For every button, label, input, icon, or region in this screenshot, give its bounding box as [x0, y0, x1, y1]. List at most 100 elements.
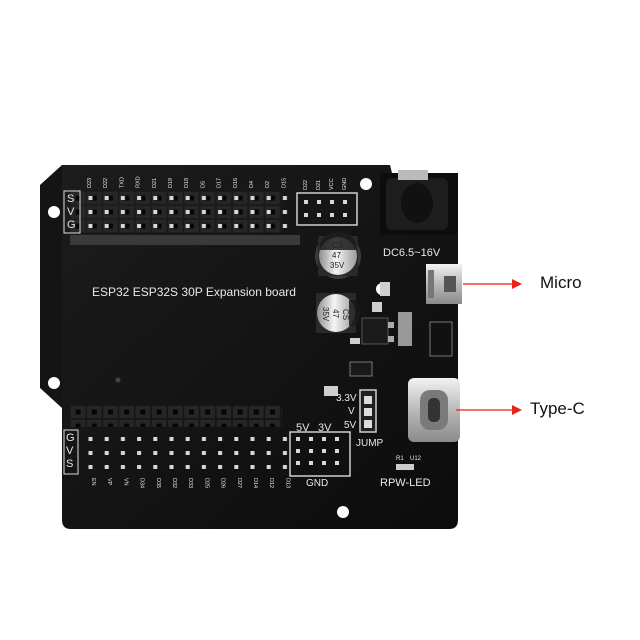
mounting-hole	[48, 206, 60, 218]
bottom-pin-label: D32	[171, 478, 177, 488]
power-pin	[296, 461, 300, 465]
svg-text:47: 47	[332, 251, 341, 260]
dc-barrel-jack	[380, 170, 458, 235]
jump-label-5v: 5V	[344, 420, 357, 431]
mounting-hole	[48, 377, 60, 389]
aux-pin	[317, 213, 321, 217]
top-pin-label: D5	[200, 181, 206, 188]
gnd-label: GND	[306, 478, 328, 489]
top-pin-label: D21	[152, 178, 158, 188]
top-pin-label: D2	[265, 181, 271, 188]
aux-pin	[330, 200, 334, 204]
power-pin	[335, 449, 339, 453]
power-pin	[309, 461, 313, 465]
power-pin	[296, 449, 300, 453]
aux-pin	[330, 213, 334, 217]
jump-label-v: V	[348, 406, 355, 417]
top-pin-header-male	[83, 191, 295, 233]
mounting-hole	[115, 377, 121, 383]
top-row-label-box	[63, 190, 81, 234]
top-pin-label: D22	[103, 178, 109, 188]
svg-text:35V: 35V	[330, 261, 345, 270]
power-pin	[322, 449, 326, 453]
power-header-outline	[289, 431, 351, 477]
jump-title: JUMP	[356, 438, 384, 449]
top-pin-label: TXD	[119, 177, 125, 188]
power-pin	[335, 437, 339, 441]
bottom-pin-label: D35	[155, 478, 161, 488]
top-row-label: V	[67, 206, 75, 218]
mounting-hole	[360, 178, 372, 190]
typec-callout-label: Type-C	[530, 399, 585, 418]
aux-pin	[317, 200, 321, 204]
led	[396, 464, 414, 470]
power-pin	[335, 461, 339, 465]
power-pin	[322, 437, 326, 441]
svg-text:CS: CS	[341, 309, 350, 320]
top-pin-label: D4	[249, 181, 255, 188]
top-pin-label: D16	[233, 178, 239, 188]
bottom-row-label: V	[66, 445, 74, 457]
micro-usb-port	[426, 264, 462, 304]
micro-arrow-head	[512, 279, 522, 289]
power-pin	[296, 437, 300, 441]
board-title: ESP32 ESP32S 30P Expansion board	[92, 285, 296, 299]
aux-pin-label: GND	[342, 178, 348, 190]
micro-callout-label: Micro	[540, 273, 582, 292]
power-pin	[309, 437, 313, 441]
bottom-pin-label: D34	[139, 478, 145, 488]
aux-pin	[343, 200, 347, 204]
dc-voltage-label: DC6.5~16V	[383, 247, 441, 259]
capacitor-1: CS 47 35V	[315, 231, 361, 279]
top-pin-label: D23	[87, 178, 93, 188]
top-pin-label: D19	[168, 178, 174, 188]
svg-text:CS: CS	[332, 241, 343, 250]
bottom-pin-label: D14	[252, 478, 258, 488]
aux-pin-label: VCC	[329, 178, 335, 190]
bottom-pin-label: D26	[220, 478, 226, 488]
power-label-5v: 5V	[296, 422, 310, 434]
typec-arrow-head	[512, 405, 522, 415]
bottom-pin-header-female	[70, 405, 282, 427]
mounting-hole	[337, 506, 349, 518]
bottom-pin-label: VN	[122, 478, 128, 486]
aux-pin-label: D22	[303, 180, 309, 190]
bottom-pin-label: D27	[236, 478, 242, 488]
top-pin-label: D15	[281, 178, 287, 188]
top-pin-label: RXD	[136, 176, 142, 188]
aux-pin	[343, 213, 347, 217]
svg-text:47: 47	[331, 309, 340, 318]
bottom-row-label-box	[63, 429, 79, 475]
power-pin	[309, 449, 313, 453]
bottom-pin-label: EN	[90, 478, 96, 486]
aux-header-outline	[296, 192, 358, 226]
power-pin	[322, 461, 326, 465]
voltage-regulator	[361, 317, 389, 345]
top-row-label: G	[67, 219, 76, 231]
rpw-led-label: RPW-LED	[380, 477, 431, 489]
aux-pin	[304, 200, 308, 204]
pcb-edge-notch	[40, 165, 62, 408]
bottom-pin-label: D12	[268, 478, 274, 488]
bottom-row-label: G	[66, 432, 75, 444]
capacitor-2: CS 47 35V	[316, 293, 361, 333]
top-pin-label: D17	[217, 178, 223, 188]
aux-pin-label: D21	[316, 180, 322, 190]
bottom-pin-label: D25	[203, 478, 209, 488]
r1-label: R1	[396, 456, 404, 462]
bottom-pin-header-male	[83, 432, 295, 474]
top-row-label: S	[67, 193, 74, 205]
usb-type-c-port	[408, 378, 460, 442]
bottom-row-label: S	[66, 458, 73, 470]
aux-pin	[304, 213, 308, 217]
top-pin-label: D18	[184, 178, 190, 188]
u12-label: U12	[410, 456, 422, 462]
jump-label-3v3: 3.3V	[336, 393, 357, 404]
bottom-pin-label: D33	[187, 478, 193, 488]
bottom-pin-label: D13	[284, 478, 290, 488]
svg-text:35V: 35V	[321, 307, 330, 322]
power-label-3v: 3V	[318, 422, 332, 434]
bottom-pin-label: VP	[106, 478, 112, 486]
fuse	[429, 321, 453, 357]
